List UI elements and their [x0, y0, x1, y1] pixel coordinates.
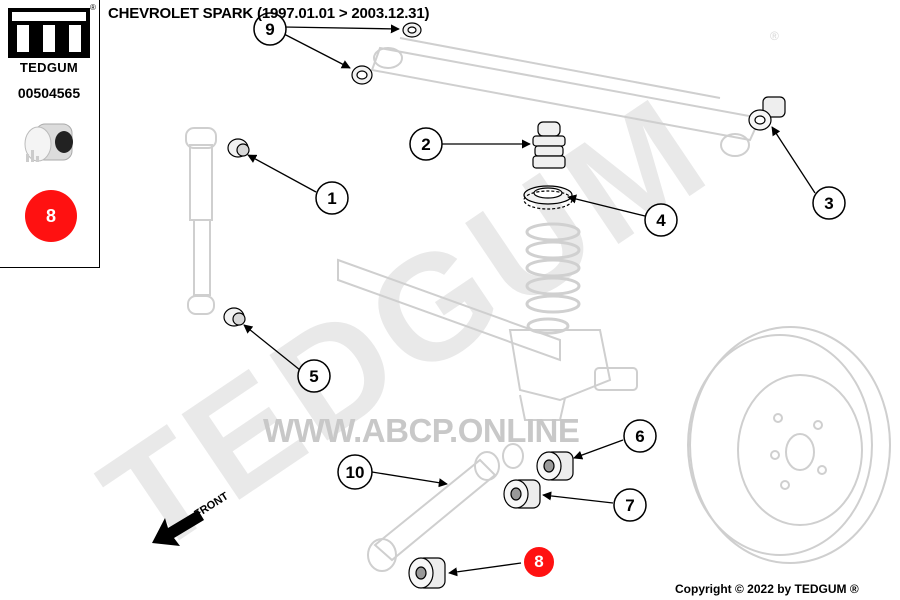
- part-bump-stop-2: [532, 121, 566, 169]
- upper-control-arm: [370, 37, 762, 157]
- callout-4-label: 4: [656, 211, 666, 230]
- callout-3-label: 3: [824, 194, 833, 213]
- callout-7[interactable]: 7: [613, 488, 647, 522]
- part-bushing-5: [223, 307, 246, 327]
- part-bushing-1: [227, 138, 250, 158]
- part-number: 00504565: [17, 85, 81, 101]
- callout-6-label: 6: [635, 427, 644, 446]
- part-thumbnail: [24, 123, 73, 162]
- axle-beam: [337, 258, 638, 421]
- callout-leaders: [243, 24, 816, 577]
- callout-2[interactable]: 2: [409, 127, 443, 161]
- part-bushing-6: [536, 451, 574, 481]
- trailing-link: [367, 443, 524, 572]
- wheel: [687, 326, 891, 564]
- tedgum-logo: [8, 8, 90, 58]
- callout-8-highlighted[interactable]: 8: [522, 545, 556, 579]
- callout-3[interactable]: 3: [812, 186, 846, 220]
- copyright: Copyright © 2022 by TEDGUM ®: [675, 582, 859, 596]
- callout-5[interactable]: 5: [297, 359, 331, 393]
- page-title: CHEVROLET SPARK (1997.01.01 > 2003.12.31…: [108, 5, 430, 22]
- callout-6[interactable]: 6: [623, 419, 657, 453]
- callout-1-label: 1: [327, 189, 336, 208]
- part-bushing-7: [503, 479, 541, 509]
- watermark-url: WWW.ABCP.ONLINE: [263, 412, 580, 449]
- shock-absorber: [185, 127, 217, 315]
- callout-5-label: 5: [309, 367, 318, 386]
- callout-7-label: 7: [625, 496, 634, 515]
- callout-10-label: 10: [346, 463, 365, 482]
- selected-part-badge[interactable]: 8: [25, 190, 77, 242]
- callout-9[interactable]: 9: [253, 12, 287, 46]
- callout-4[interactable]: 4: [644, 203, 678, 237]
- part-bushing-3: [748, 96, 786, 131]
- callout-1[interactable]: 1: [315, 181, 349, 215]
- callout-10[interactable]: 10: [337, 454, 373, 490]
- side-panel: ® TEDGUM 00504565 8: [0, 0, 100, 268]
- coil-spring: [525, 222, 581, 335]
- part-bushing-8: [408, 557, 446, 589]
- part-bushing-9: [351, 22, 422, 85]
- callout-2-label: 2: [421, 135, 430, 154]
- callout-9-label: 9: [265, 20, 274, 39]
- registered-mark: ®: [90, 3, 96, 12]
- watermark-reg: ®: [770, 29, 779, 43]
- brand-name: TEDGUM: [19, 60, 79, 75]
- callout-8-label: 8: [534, 552, 543, 571]
